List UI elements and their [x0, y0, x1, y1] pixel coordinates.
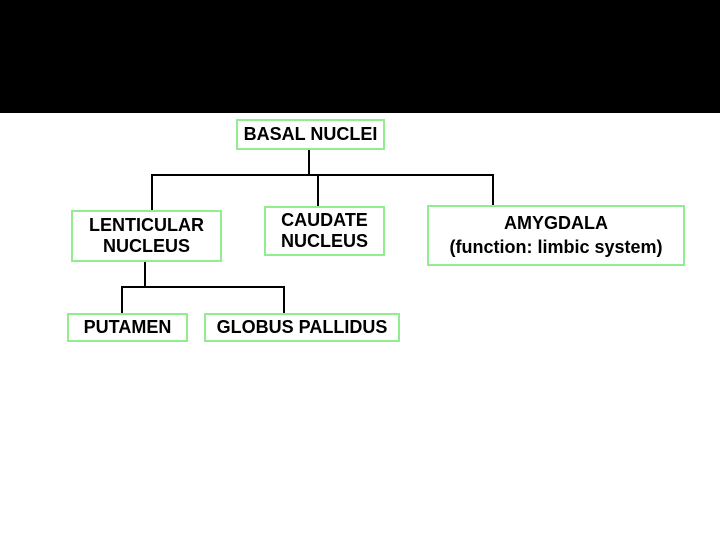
node-globus-pallidus: GLOBUS PALLIDUS — [204, 313, 400, 342]
top-black-bar — [0, 0, 720, 113]
node-amygdala-label: AMYGDALA — [504, 212, 608, 233]
connector-basal-stem — [308, 149, 310, 175]
node-caudate-nucleus-label-line2: NUCLEUS — [280, 231, 368, 251]
node-basal-nuclei-label: BASAL NUCLEI — [243, 124, 378, 144]
node-lenticular-nucleus-label-line1: LENTICULAR — [89, 215, 204, 235]
connector-drop-amygdala — [492, 174, 494, 205]
node-amygdala: AMYGDALA (function: limbic system) — [427, 205, 685, 266]
connector-drop-caudate — [317, 174, 319, 206]
connector-drop-lenticular — [151, 174, 153, 210]
node-putamen: PUTAMEN — [67, 313, 188, 342]
node-globus-pallidus-label: GLOBUS PALLIDUS — [216, 317, 388, 337]
node-caudate-nucleus-label-line1: CAUDATE — [281, 210, 368, 230]
node-basal-nuclei: BASAL NUCLEI — [236, 119, 385, 150]
node-caudate-nucleus: CAUDATE NUCLEUS — [264, 206, 385, 256]
node-lenticular-nucleus-label-line2: NUCLEUS — [102, 236, 190, 256]
node-putamen-label: PUTAMEN — [83, 317, 172, 337]
connector-drop-globus-pallidus — [283, 286, 285, 313]
connector-lenticular-stem — [144, 262, 146, 288]
connector-level2-rail — [121, 286, 285, 288]
connector-drop-putamen — [121, 286, 123, 313]
node-lenticular-nucleus: LENTICULAR NUCLEUS — [71, 210, 222, 262]
connector-level1-rail — [151, 174, 494, 176]
node-amygdala-function-note: (function: limbic system) — [449, 237, 663, 258]
